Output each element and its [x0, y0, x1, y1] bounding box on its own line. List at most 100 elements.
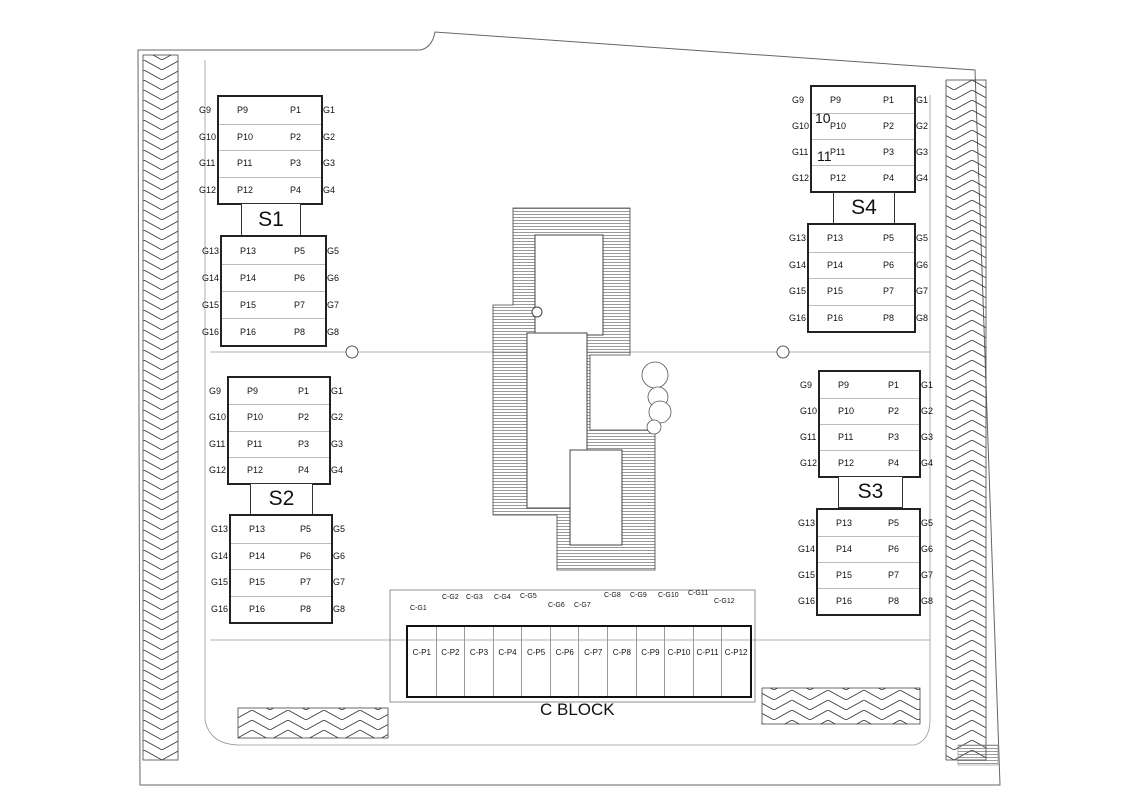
garage-label: G2 [330, 412, 343, 423]
c-garage-label: C-G7 [574, 602, 591, 609]
trees [641, 361, 672, 435]
plot-label: P7 [882, 286, 894, 297]
plot-label: P16 [240, 326, 257, 337]
garage-label: G1 [330, 386, 343, 397]
garage-label: G9 [800, 380, 813, 390]
block-s4-label: S4 [833, 192, 895, 224]
unit-row: G15 P15 P7 G7 [789, 278, 928, 306]
garage-label: G16 [789, 312, 807, 323]
plot-label: P13 [827, 233, 844, 244]
plot-label: P2 [289, 131, 301, 142]
c-unit: C-P4 [494, 627, 523, 696]
garage-label: G6 [920, 544, 933, 554]
c-garage-label: C-G8 [604, 592, 621, 599]
left-parking-strip [142, 54, 179, 761]
garage-label: G3 [322, 158, 335, 169]
c-unit: C-P7 [579, 627, 609, 696]
plot-label: P9 [247, 386, 259, 397]
plot-label: P14 [240, 272, 257, 283]
plot-label: P14 [836, 544, 853, 554]
c-unit: C-P9 [637, 627, 666, 696]
garage-label: G11 [209, 438, 226, 449]
plot-label: P13 [836, 518, 853, 528]
plot-label: P16 [249, 603, 266, 614]
c-unit: C-P2 [437, 627, 466, 696]
garage-label: G13 [789, 233, 807, 244]
plot-label: P12 [237, 184, 254, 195]
c-garage-label: C-G9 [630, 592, 647, 599]
plot-label: P7 [299, 577, 311, 588]
garage-label: G5 [920, 518, 933, 528]
garage-label: G12 [792, 173, 810, 183]
plot-label: P11 [830, 147, 846, 157]
garage-label: G4 [915, 173, 928, 183]
garage-label: G3 [915, 147, 928, 157]
garage-label: G14 [798, 544, 816, 554]
garage-label: G6 [332, 550, 345, 561]
garage-label: G15 [211, 577, 229, 588]
plot-label: P7 [293, 299, 305, 310]
plot-label: P10 [838, 406, 855, 416]
c-garage-label: C-G11 [688, 590, 709, 597]
plot-label: P3 [289, 158, 301, 169]
plot-label: P12 [838, 458, 855, 468]
plot-label: P4 [882, 173, 894, 183]
c-unit: C-P1 [408, 627, 437, 696]
c-unit: C-P3 [465, 627, 494, 696]
garage-label: G9 [792, 95, 805, 105]
garage-label: G13 [798, 518, 816, 528]
garage-label: G6 [915, 259, 928, 270]
garage-label: G9 [209, 386, 222, 397]
garage-label: G14 [789, 259, 807, 270]
garage-label: G15 [798, 570, 816, 580]
plot-label: P6 [882, 259, 894, 270]
garage-label: G1 [915, 95, 928, 105]
garage-label: G10 [199, 131, 217, 142]
garage-label: G8 [915, 312, 928, 323]
plot-label: P2 [887, 406, 899, 416]
plot-label: P6 [299, 550, 311, 561]
garage-label: G1 [920, 380, 933, 390]
garage-label: G15 [202, 299, 220, 310]
plot-label: P4 [289, 184, 301, 195]
c-unit: C-P6 [551, 627, 580, 696]
plot-label: P9 [830, 95, 842, 105]
garage-label: G16 [798, 596, 816, 606]
garage-label: G15 [789, 286, 807, 297]
plot-label: P12 [830, 173, 847, 183]
garage-label: G4 [330, 464, 343, 475]
overlay-number: 11 [817, 148, 832, 164]
garage-label: G6 [326, 272, 339, 283]
c-garage-label: C-G12 [714, 598, 735, 605]
garage-label: G3 [330, 438, 343, 449]
plot-label: P15 [827, 286, 844, 297]
garage-label: G8 [920, 596, 933, 606]
plot-label: P11 [237, 158, 253, 169]
plot-label: P1 [887, 380, 899, 390]
garage-label: G7 [915, 286, 928, 297]
central-pool [492, 207, 656, 571]
garage-label: G7 [920, 570, 933, 580]
plot-label: P11 [247, 438, 263, 449]
overlay-number: 10 [815, 110, 831, 126]
c-garage-label: C-G5 [520, 593, 537, 600]
garage-label: G10 [209, 412, 227, 423]
garage-label: G16 [202, 326, 220, 337]
plot-label: P7 [887, 570, 899, 580]
